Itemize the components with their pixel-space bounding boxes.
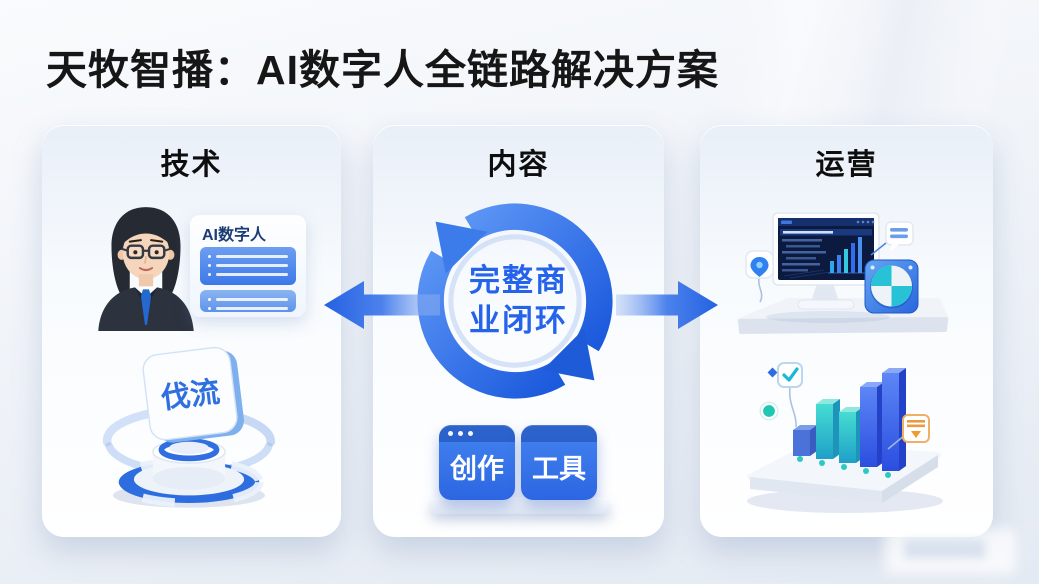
- text-line: [216, 273, 288, 276]
- window-dot: [458, 431, 463, 436]
- ai-list-block: [200, 290, 296, 312]
- traffic-badge-pedestal-icon: 伐流: [102, 346, 275, 508]
- bullet-dot-icon: [208, 264, 211, 267]
- text-line: [216, 255, 288, 258]
- bullet-dot-icon: [208, 307, 211, 310]
- operations-illustration: [737, 212, 949, 513]
- left-flow-arrow-icon: [324, 281, 440, 329]
- ai-list-block: [200, 247, 296, 285]
- text-line: [216, 298, 288, 301]
- apps-platform: [429, 497, 611, 514]
- right-flow-arrow-icon: [616, 281, 718, 329]
- list-row: [208, 261, 288, 270]
- tool-app-window: 工具: [521, 425, 597, 500]
- checkbox-icon: [759, 362, 803, 428]
- window-dots-icon: [448, 431, 473, 436]
- operations-card-heading: 运营: [815, 149, 878, 181]
- bullet-dot-icon: [208, 255, 211, 258]
- bullet-dot-icon: [208, 298, 211, 301]
- bar-chart-3d-icon: [747, 368, 943, 513]
- ai-digital-human-card: AI数字人: [190, 215, 306, 317]
- list-row: [208, 304, 288, 313]
- cycle-text-line1: 完整商: [469, 263, 568, 298]
- location-pin-icon: [745, 250, 774, 303]
- ai-card-label: AI数字人: [202, 227, 267, 244]
- content-card: 内容 完整商 业闭环 创作 工具: [373, 125, 664, 537]
- watermark: [905, 540, 985, 558]
- creation-app-window: 创作: [439, 425, 515, 500]
- cycle-text: 完整商 业闭环: [373, 261, 664, 341]
- bullet-dot-icon: [208, 273, 211, 276]
- list-row: [208, 252, 288, 261]
- window-titlebar: [521, 425, 597, 442]
- window-dot: [448, 431, 453, 436]
- window-dot: [468, 431, 473, 436]
- digital-human-avatar-icon: [98, 207, 194, 331]
- text-line: [216, 307, 288, 310]
- badge-label: 伐流: [159, 376, 221, 416]
- cycle-arrows-icon: [417, 203, 613, 399]
- window-titlebar: [439, 425, 515, 442]
- list-row: [208, 270, 288, 279]
- tech-card-heading: 技术: [160, 149, 223, 181]
- cycle-text-line2: 业闭环: [469, 303, 568, 338]
- alert-doc-icon: [887, 414, 930, 450]
- creation-app-label: 创作: [450, 454, 504, 484]
- content-card-heading: 内容: [487, 149, 550, 181]
- operations-card: 运营: [700, 125, 993, 537]
- tool-app-label: 工具: [532, 454, 586, 484]
- list-row: [208, 295, 288, 304]
- slide-title: 天牧智播：AI数字人全链路解决方案: [46, 47, 719, 93]
- chat-bubble-icon: [870, 221, 914, 256]
- text-line: [216, 264, 288, 267]
- tech-card: 技术 AI数字人: [42, 125, 341, 537]
- pie-chart-icon: [864, 259, 919, 314]
